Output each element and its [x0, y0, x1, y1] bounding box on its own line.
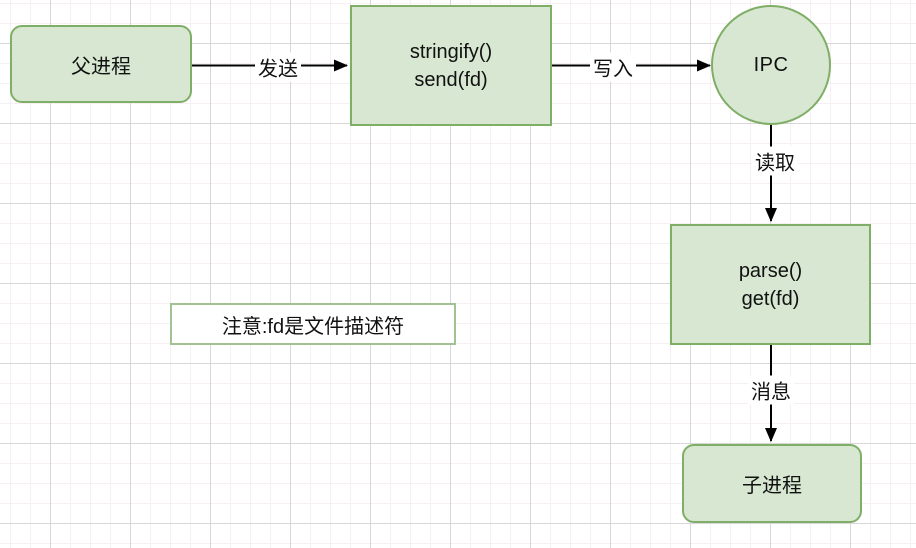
- node-parse-get-line1: parse(): [738, 259, 803, 282]
- node-parse-get: parse() get(fd): [670, 224, 871, 345]
- node-parse-get-line2: get(fd): [741, 287, 800, 310]
- node-child-process: 子进程: [682, 444, 862, 523]
- note-box-label: 注意:fd是文件描述符: [221, 315, 405, 338]
- edge-label-write: 写入: [590, 52, 636, 82]
- edge-label-read: 读取: [752, 146, 798, 176]
- node-parent-process: 父进程: [10, 25, 192, 103]
- edge-label-send: 发送: [255, 52, 301, 82]
- node-parent-process-label: 父进程: [71, 55, 131, 78]
- edge-label-message: 消息: [748, 375, 794, 405]
- node-stringify-send-line2: send(fd): [414, 68, 488, 91]
- note-box: 注意:fd是文件描述符: [170, 303, 456, 345]
- node-stringify-send-line1: stringify(): [409, 40, 493, 63]
- node-ipc-circle: IPC: [711, 5, 831, 125]
- node-ipc-label: IPC: [753, 53, 789, 76]
- node-stringify-send: stringify() send(fd): [350, 5, 552, 126]
- node-child-process-label: 子进程: [742, 475, 802, 497]
